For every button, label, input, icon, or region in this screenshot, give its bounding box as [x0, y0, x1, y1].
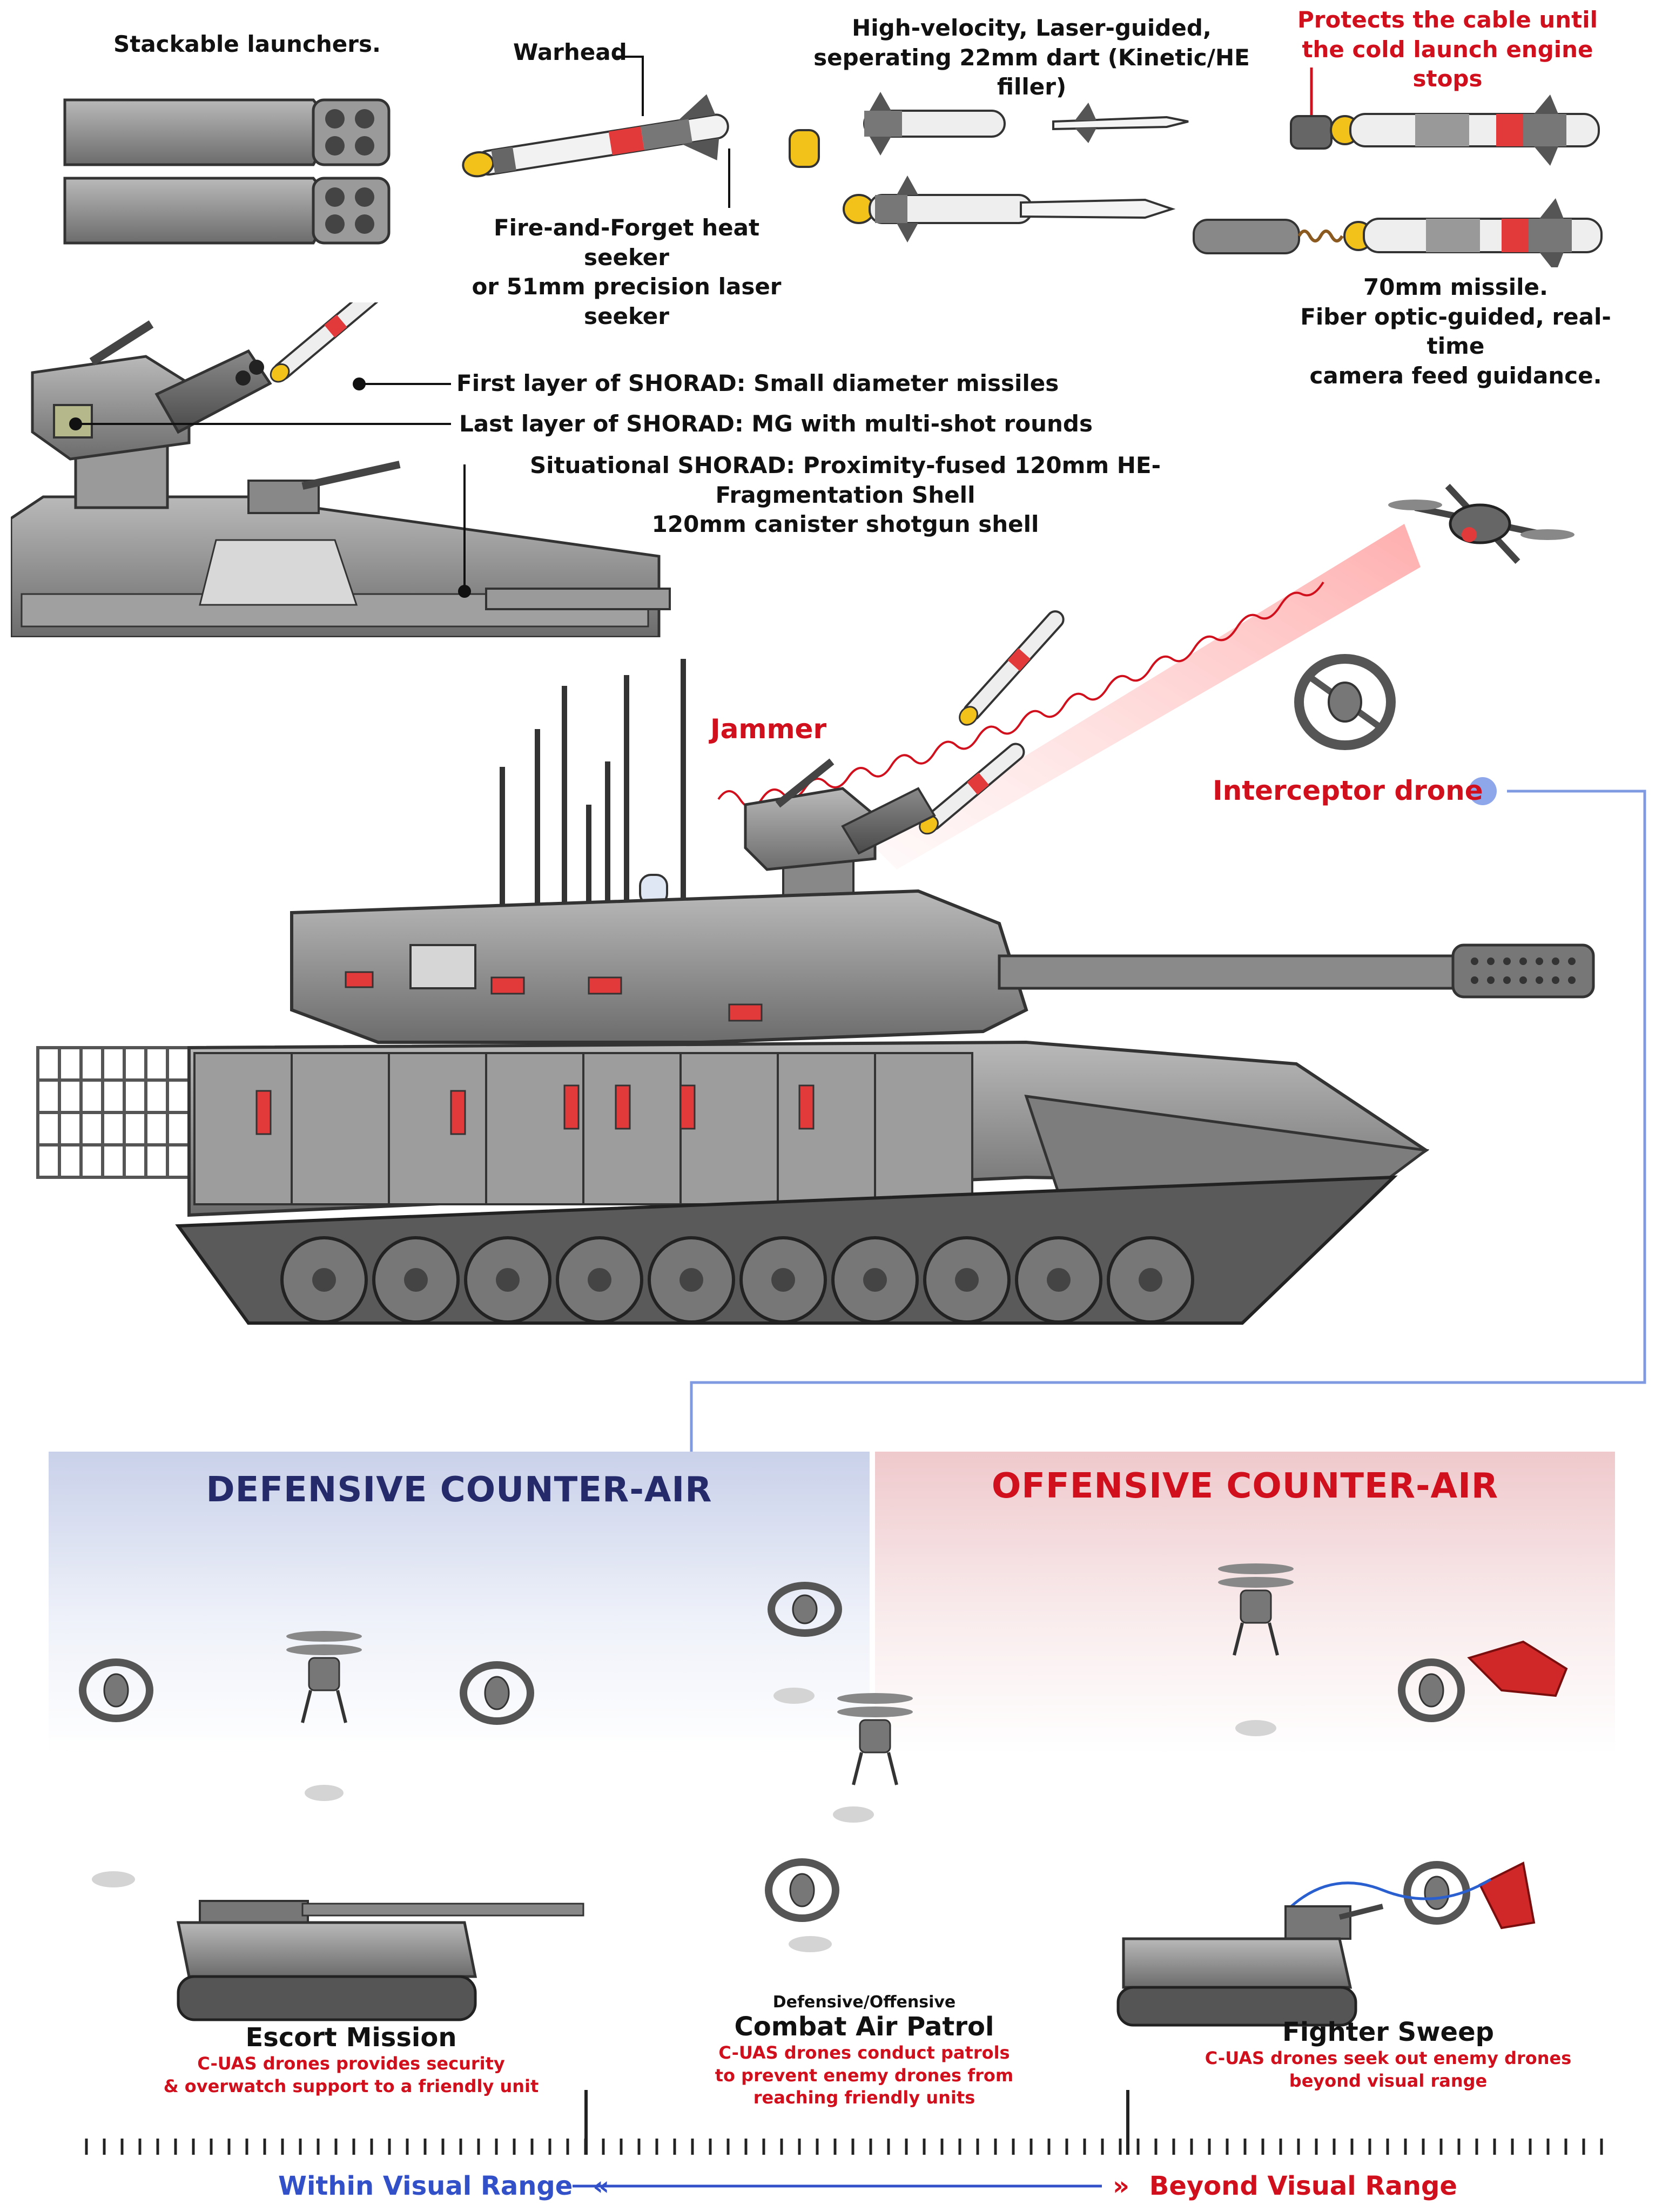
escort-title: Escort Mission — [245, 2022, 457, 2053]
enemy-red-drones — [1467, 1640, 1568, 1930]
tank-turret — [290, 889, 1028, 1044]
cap-desc-2: to prevent enemy drones from — [715, 2065, 1014, 2086]
launcher-lower — [63, 177, 391, 245]
layer-first-label: First layer of SHORAD: Small diameter mi… — [456, 370, 1059, 396]
cable-label: Protects the cable until the cold launch… — [1264, 5, 1631, 94]
sweep-desc-2: beyond visual range — [1289, 2070, 1488, 2091]
missile70-line-3: camera feed guidance. — [1309, 362, 1602, 389]
offensive-title: OFFENSIVE COUNTER-AIR — [991, 1466, 1499, 1506]
escort-desc-2: & overwatch support to a friendly unit — [163, 2075, 539, 2096]
connector-dot — [1469, 777, 1497, 805]
stacked-launchers-illustration — [63, 98, 391, 245]
sweep-title: Fighter Sweep — [1282, 2017, 1495, 2047]
connector-line — [690, 790, 1646, 1452]
beyond-range-text: Beyond Visual Range — [1149, 2171, 1457, 2201]
seeker-line-3: seeker — [584, 302, 669, 329]
cable-line-1: Protects the cable until — [1297, 6, 1598, 33]
interceptor-drone — [1294, 654, 1396, 750]
escort-desc-1: C-UAS drones provides security — [197, 2053, 505, 2074]
laser-beam — [875, 524, 1421, 869]
seeker-cap-illustration — [789, 129, 820, 168]
seeker-line-2: or 51mm precision laser — [472, 273, 782, 300]
tank-road-wheels — [280, 1236, 1194, 1324]
warhead-label: Warhead — [513, 39, 627, 65]
missile70-label: 70mm missile. Fiber optic-guided, real-t… — [1280, 273, 1631, 390]
cap-title: Combat Air Patrol — [734, 2012, 994, 2042]
tank-main-gun — [998, 954, 1455, 990]
antennas — [500, 659, 686, 907]
dart-line-1: High-velocity, Laser-guided, — [852, 15, 1212, 41]
flying-missile-1 — [959, 610, 1065, 726]
tank-side-skirts — [193, 1052, 973, 1205]
stackable-label: Stackable launchers. — [113, 31, 381, 57]
within-range-label: Within Visual Range « — [278, 2171, 609, 2201]
layer-situational-line-1: Situational SHORAD: Proximity-fused 120m… — [529, 452, 1161, 508]
cap-tag: Defensive/Offensive — [772, 1993, 956, 2012]
counter-air-scene — [79, 1563, 1568, 2027]
missile70-line-1: 70mm missile. — [1363, 274, 1548, 300]
sweep-block: Fighter Sweep C-UAS drones seek out enem… — [1177, 2017, 1599, 2092]
tank-rws — [744, 758, 936, 914]
escort-block: Escort Mission C-UAS drones provides sec… — [140, 2022, 562, 2098]
coaxial-drones — [286, 1563, 1294, 1785]
seeker-label: Fire-and-Forget heat seeker or 51mm prec… — [454, 213, 799, 331]
cap-block: Defensive/Offensive Combat Air Patrol C-… — [648, 1993, 1080, 2109]
cable-line-2: the cold launch engine stops — [1302, 36, 1593, 92]
layer-situational-label: Situational SHORAD: Proximity-fused 120m… — [459, 451, 1232, 539]
seeker-line-1: Fire-and-Forget heat seeker — [493, 214, 760, 271]
dart-line-2: seperating 22mm dart (Kinetic/HE filler) — [813, 44, 1250, 100]
cap-desc-3: reaching friendly units — [753, 2087, 975, 2108]
ring-drones — [79, 1582, 1470, 1925]
main-tank-scene — [36, 483, 1595, 1325]
beyond-range-label: » Beyond Visual Range — [1113, 2171, 1457, 2201]
missile70-line-2: Fiber optic-guided, real-time — [1300, 303, 1611, 360]
beyond-range-arrow: » — [1113, 2171, 1130, 2201]
range-ruler — [85, 2090, 1603, 2188]
dart-missile-illustration — [843, 92, 1189, 242]
jammer-label: Jammer — [710, 713, 827, 745]
turret-detail-illustration — [11, 302, 671, 637]
small-missile-illustration — [462, 56, 730, 208]
sweep-desc-1: C-UAS drones seek out enemy drones — [1205, 2048, 1572, 2068]
sweep-vehicle — [1116, 1904, 1384, 2027]
escort-tank — [176, 1900, 584, 2021]
jammer-wave — [717, 581, 1324, 808]
launcher-upper — [63, 98, 391, 166]
enemy-quadcopter — [1388, 483, 1574, 564]
tank-rear-cage — [36, 1046, 196, 1179]
dart-label: High-velocity, Laser-guided, seperating … — [794, 14, 1269, 102]
layer-last-label: Last layer of SHORAD: MG with multi-shot… — [459, 410, 1093, 437]
defensive-title: DEFENSIVE COUNTER-AIR — [206, 1470, 712, 1510]
within-range-arrow: « — [593, 2171, 610, 2201]
layer-situational-line-2: 120mm canister shotgun shell — [651, 511, 1039, 538]
ruler-ticks — [85, 2139, 1603, 2155]
within-range-text: Within Visual Range — [278, 2171, 573, 2201]
fiber-missile-illustration — [1193, 68, 1603, 267]
cap-desc-1: C-UAS drones conduct patrols — [718, 2042, 1010, 2063]
interceptor-label: Interceptor drone — [1213, 775, 1483, 806]
